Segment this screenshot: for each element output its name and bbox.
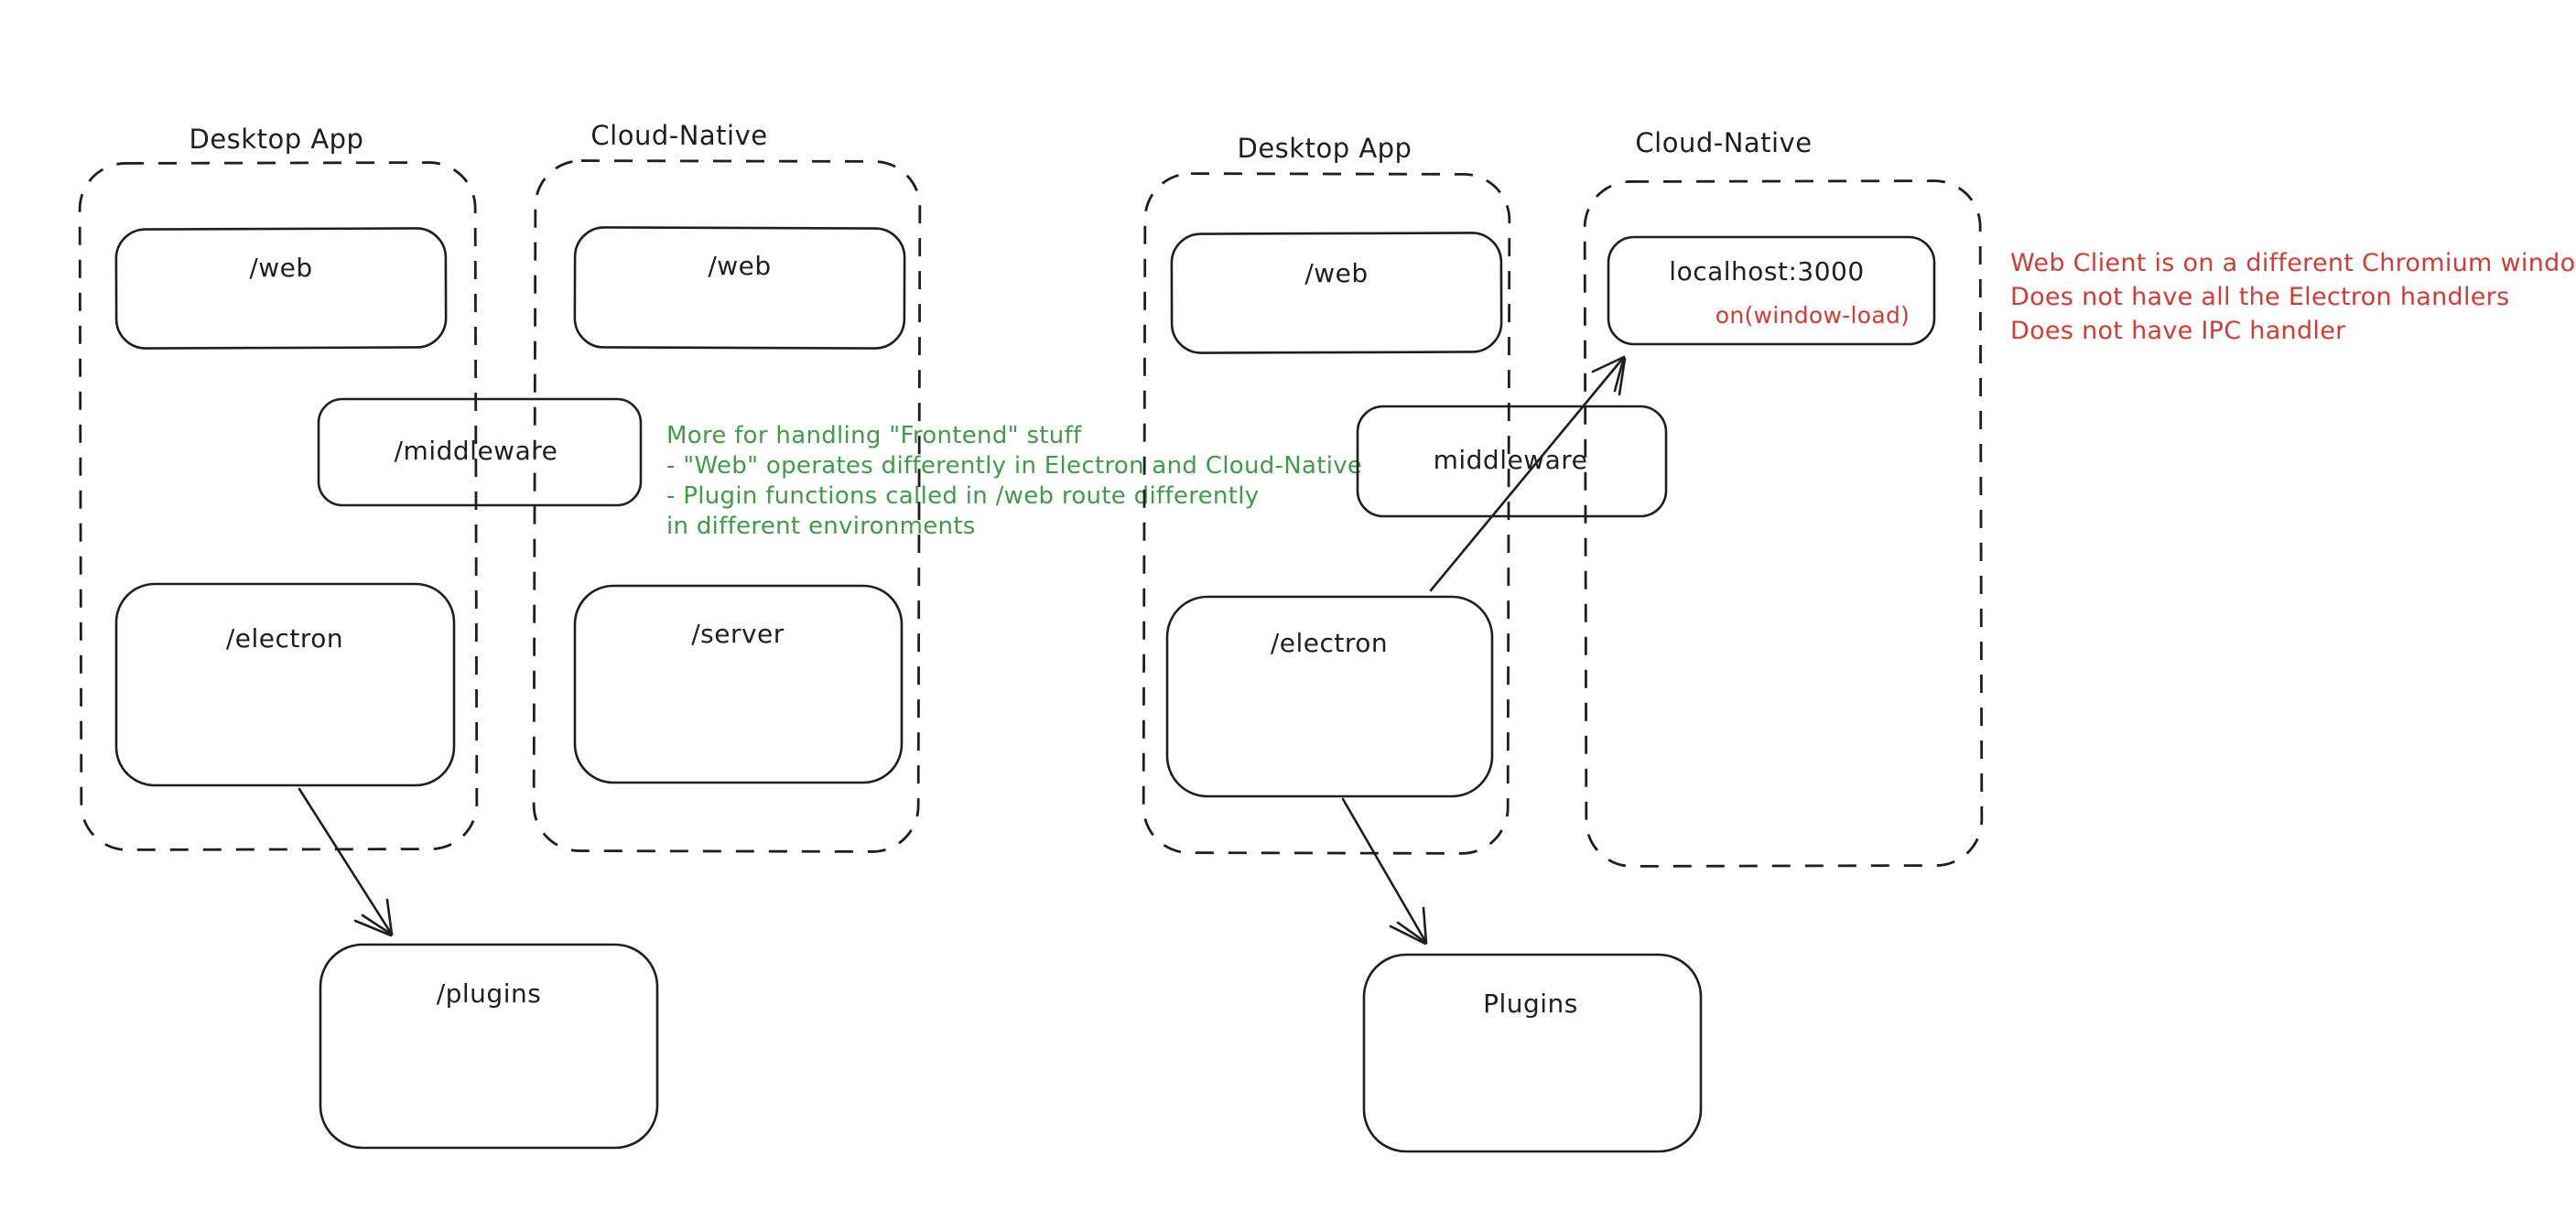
green-note: More for handling "Frontend" stuff - "We… xyxy=(666,422,1362,540)
right-desktop-app-container xyxy=(1142,172,1511,855)
right-cloud-native-container xyxy=(1583,179,1984,868)
right-electron-to-plugins-arrow xyxy=(1341,797,1428,946)
window-load-label: on(window-load) xyxy=(1716,302,1910,329)
right-electron-to-localhost-arrow xyxy=(1429,355,1627,592)
right-diagram: Desktop App Cloud-Native /web localhost:… xyxy=(1142,127,2576,1153)
right-electron-box xyxy=(1165,595,1494,798)
left-cloud-native-container xyxy=(532,159,922,853)
left-electron-label: /electron xyxy=(226,623,343,654)
right-cloud-native-title: Cloud-Native xyxy=(1635,127,1812,158)
localhost-box xyxy=(1607,235,1936,346)
right-plugins-box xyxy=(1362,953,1703,1153)
red-note: Web Client is on a different Chromium wi… xyxy=(2010,249,2576,345)
right-web-desktop-label: /web xyxy=(1304,258,1368,288)
left-web-cloud-box xyxy=(573,226,906,350)
green-note-line-1: More for handling "Frontend" stuff xyxy=(666,422,1082,449)
left-electron-box xyxy=(114,582,456,787)
arrowhead-sketch-stroke xyxy=(1618,357,1627,396)
red-note-line-1: Web Client is on a different Chromium wi… xyxy=(2010,249,2576,277)
left-middleware-label: /middleware xyxy=(395,436,558,466)
right-plugins-label: Plugins xyxy=(1483,989,1578,1019)
green-note-line-2: - "Web" operates differently in Electron… xyxy=(666,452,1362,480)
left-plugins-label: /plugins xyxy=(437,978,542,1009)
green-note-line-3: - Plugin functions called in /web route … xyxy=(666,482,1259,510)
arrow-shaft xyxy=(1341,797,1428,945)
right-desktop-app-title: Desktop App xyxy=(1238,133,1412,164)
right-middleware-label: middleware xyxy=(1434,445,1588,475)
left-desktop-app-title: Desktop App xyxy=(189,124,364,155)
right-web-desktop-box xyxy=(1170,232,1503,354)
left-electron-to-plugins-arrow xyxy=(298,787,394,937)
red-note-line-2: Does not have all the Electron handlers xyxy=(2010,283,2509,311)
localhost-label: localhost:3000 xyxy=(1669,256,1864,286)
red-note-line-3: Does not have IPC handler xyxy=(2010,317,2346,345)
arrowhead-sketch-stroke xyxy=(353,919,393,937)
left-server-label: /server xyxy=(691,619,785,649)
left-diagram: Desktop App Cloud-Native /web /web /midd… xyxy=(78,120,1362,1150)
arrow-shaft xyxy=(298,787,394,936)
left-web-desktop-box xyxy=(114,227,448,350)
left-cloud-native-title: Cloud-Native xyxy=(590,120,767,151)
arrowhead-icon xyxy=(1396,906,1428,945)
left-web-desktop-label: /web xyxy=(249,253,312,283)
left-plugins-box xyxy=(319,943,659,1150)
arrowhead-icon xyxy=(361,898,394,936)
right-middleware-box xyxy=(1356,405,1668,518)
arrowhead-sketch-stroke xyxy=(1389,924,1427,946)
left-server-box xyxy=(573,584,904,784)
right-electron-label: /electron xyxy=(1271,628,1388,658)
left-web-cloud-label: /web xyxy=(708,251,771,281)
left-middleware-box xyxy=(317,397,643,507)
arrowhead-icon xyxy=(1591,355,1626,393)
arrow-shaft xyxy=(1429,355,1626,592)
green-note-line-4: in different environments xyxy=(666,513,976,540)
